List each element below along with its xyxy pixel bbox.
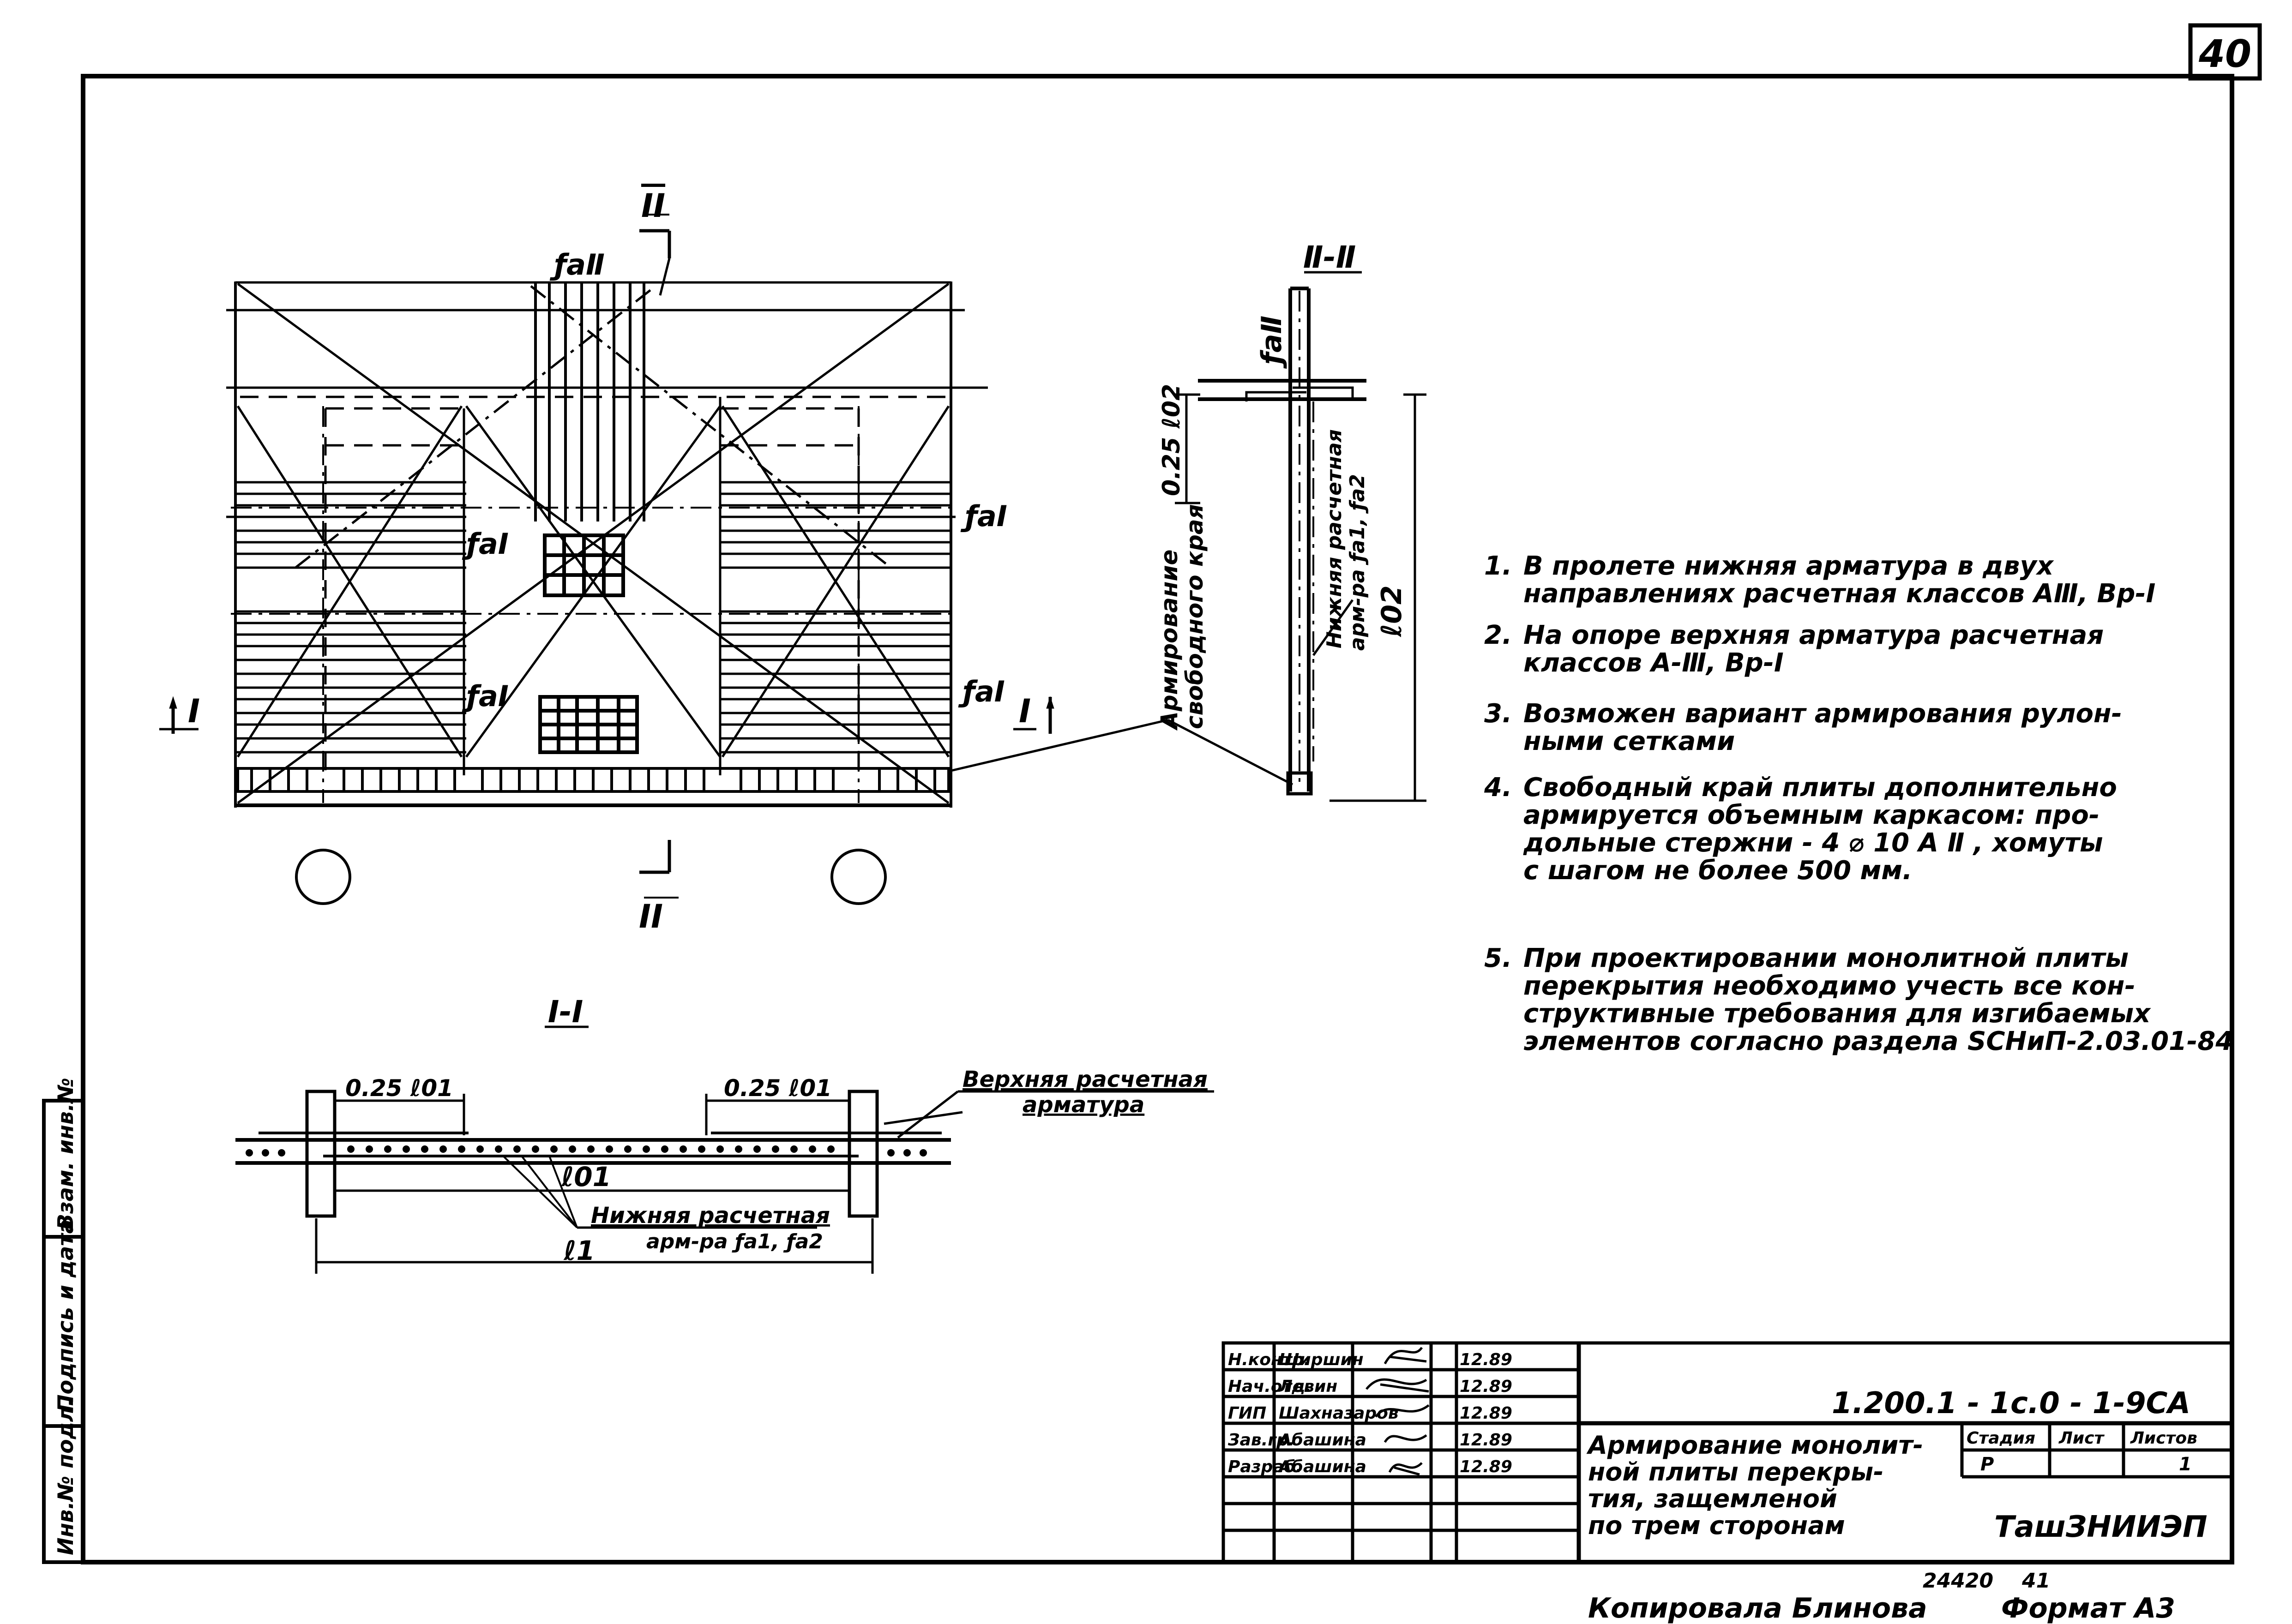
note-3: 3. Возможен вариант армирования рулон- н… (1484, 699, 2122, 756)
plan-label-right-lower: ƒaI (958, 675, 1005, 708)
stamp-name-1: Ширшин (1279, 1350, 1364, 1369)
note-4-line-3: дольные стержни - 4 ⌀ 10 A Ⅱ , хомуты (1523, 828, 2103, 858)
stamp-role-5: Разраб. (1228, 1457, 1302, 1476)
section-i-dim-right: 0.25 ℓ01 (724, 1075, 832, 1102)
section-i-dim-left: 0.25 ℓ01 (345, 1075, 453, 1102)
stamp-date-3: 12.89 (1460, 1404, 1512, 1423)
plan-section-mark-right: I (1019, 692, 1031, 730)
note-4: 4. Свободный край плиты дополнительно ар… (1484, 773, 2117, 886)
signatures (1366, 1347, 1430, 1476)
stamp-role-4: Зав.гр. (1227, 1431, 1295, 1450)
sheet-number-box: 40 (2188, 23, 2262, 81)
section-ii-free-edge-2: свободного края (1181, 504, 1208, 729)
side-stamp-replace: Взам. инв.№ (53, 1078, 78, 1230)
stamp-title-1: Армирование монолит- (1586, 1431, 1923, 1460)
plan-section-mark-bottom: II (639, 898, 663, 935)
section-ii-title: Ⅱ-Ⅱ (1303, 240, 1356, 275)
section-i-l1: ℓ1 (563, 1235, 595, 1266)
section-i-l01: ℓ01 (561, 1161, 611, 1193)
stamp-role-1: Н.контр. (1228, 1350, 1310, 1369)
sheet-number: 40 (2198, 32, 2251, 76)
stamp-sheet-header: Лист (2058, 1429, 2105, 1448)
note-5-line-4: элементов согласно раздела SCHиП-2.03.01… (1523, 1026, 2233, 1056)
stamp-title-3: тия, защемленой (1588, 1484, 1837, 1513)
stamp-date-4: 12.89 (1460, 1431, 1512, 1450)
stamp-date-5: 12.89 (1460, 1457, 1512, 1476)
note-4-line-1: Свободный край плиты дополнительно (1523, 773, 2117, 803)
section-ii-025: 0.25 ℓ02 (1158, 384, 1185, 496)
note-4-num: 4. (1484, 773, 1512, 803)
note-1: 1. В пролете нижняя арматура в двух напр… (1484, 551, 2155, 609)
section-i-bottom-rebar-2: арм-ра ƒa1, ƒa2 (646, 1230, 823, 1253)
plan-label-top-rebar: ƒaⅡ (549, 248, 605, 282)
section-i-top-rebar-1: Верхняя расчетная (963, 1067, 1208, 1092)
note-3-line-2: ными сетками (1523, 726, 1735, 756)
copied-by: Копировала Блинова (1588, 1592, 1927, 1624)
note-1-num: 1. (1484, 551, 1512, 581)
side-stamp-sign: Подпись и дата (53, 1219, 78, 1412)
section-ii-top-rebar: ƒaⅡ (1256, 316, 1288, 369)
side-stamp-inv: Инв.№ подл. (53, 1398, 78, 1555)
note-4-line-4: с шагом не более 500 мм. (1523, 856, 1912, 886)
note-4-line-2: армируется объемным каркасом: про- (1523, 800, 2099, 830)
stamp-sheets-header: Листов (2130, 1429, 2197, 1448)
format-label: Формат А3 (2001, 1592, 2175, 1624)
notes: 1. В пролете нижняя арматура в двух напр… (1484, 551, 2233, 1056)
stamp-organization: ТашЗНИИЭП (1994, 1510, 2208, 1544)
note-2-num: 2. (1484, 620, 1512, 650)
section-i (235, 1025, 1214, 1274)
plan-view (159, 214, 1054, 905)
stamp-date-1: 12.89 (1460, 1350, 1512, 1369)
archive-suffix: 41 (2021, 1569, 2050, 1593)
note-5-num: 5. (1484, 943, 1512, 973)
stamp-name-5: Абашина (1277, 1457, 1366, 1476)
note-3-num: 3. (1484, 699, 1512, 729)
section-ii-bottom-rebar-1: Нижняя расчетная (1323, 429, 1346, 648)
note-5-line-3: структивные требования для изгибаемых (1523, 999, 2151, 1029)
note-3-line-1: Возможен вариант армирования рулон- (1523, 699, 2122, 729)
note-5: 5. При проектировании монолитной плиты п… (1484, 943, 2233, 1056)
side-stamp (42, 1099, 85, 1564)
plan-label-right-upper: ƒaI (960, 499, 1007, 533)
stamp-stage-header: Стадия (1967, 1429, 2035, 1448)
section-i-top-rebar-2: арматура (1023, 1092, 1144, 1118)
stamp-name-2: Левин (1278, 1377, 1337, 1396)
stamp-code: 1.200.1 - 1с.0 - 1-9СА (1832, 1386, 2190, 1420)
section-i-title: I-I (548, 994, 584, 1030)
plan-section-mark-left: I (188, 692, 200, 730)
stamp-date-2: 12.89 (1460, 1377, 1512, 1396)
stamp-stage-value: Р (1980, 1454, 1994, 1475)
stamp-title-4: по трем сторонам (1588, 1511, 1845, 1540)
note-5-line-1: При проектировании монолитной плиты (1523, 943, 2129, 973)
stamp-title-2: ной плиты перекры- (1588, 1457, 1883, 1486)
note-1-line-1: В пролете нижняя арматура в двух (1523, 551, 2054, 581)
section-ii-free-edge-1: Армирование (1156, 550, 1183, 731)
note-2-line-2: классов A-Ⅲ, Bp-I (1523, 648, 1784, 678)
stamp-sheets-value: 1 (2179, 1454, 2192, 1475)
stamp-name-4: Абашина (1277, 1431, 1366, 1450)
stamp-role-3: ГИП (1228, 1404, 1266, 1423)
section-ii-bottom-rebar-2: арм-ра ƒa1, ƒa2 (1346, 474, 1369, 651)
note-1-line-2: направлениях расчетная классов AⅢ, Bp-I (1523, 579, 2155, 609)
plan-section-mark-top: II (641, 187, 665, 225)
note-2-line-1: На опоре верхняя арматура расчетная (1523, 620, 2104, 650)
plan-label-left-lower: ƒaI (462, 679, 509, 713)
section-i-bottom-rebar-1: Нижняя расчетная (591, 1203, 830, 1228)
stamp-role-2: Нач.отд. (1228, 1377, 1311, 1396)
archive-number: 24420 (1923, 1569, 1993, 1593)
title-block (1221, 1341, 2234, 1564)
section-ii (950, 271, 1426, 802)
section-ii-l02: ℓ02 (1376, 585, 1408, 637)
note-5-line-2: перекрытия необходимо учесть все кон- (1523, 971, 2136, 1001)
note-2: 2. На опоре верхняя арматура расчетная к… (1484, 620, 2104, 678)
plan-label-left-upper: ƒaI (462, 527, 509, 561)
sheet-frame (81, 74, 2234, 1564)
